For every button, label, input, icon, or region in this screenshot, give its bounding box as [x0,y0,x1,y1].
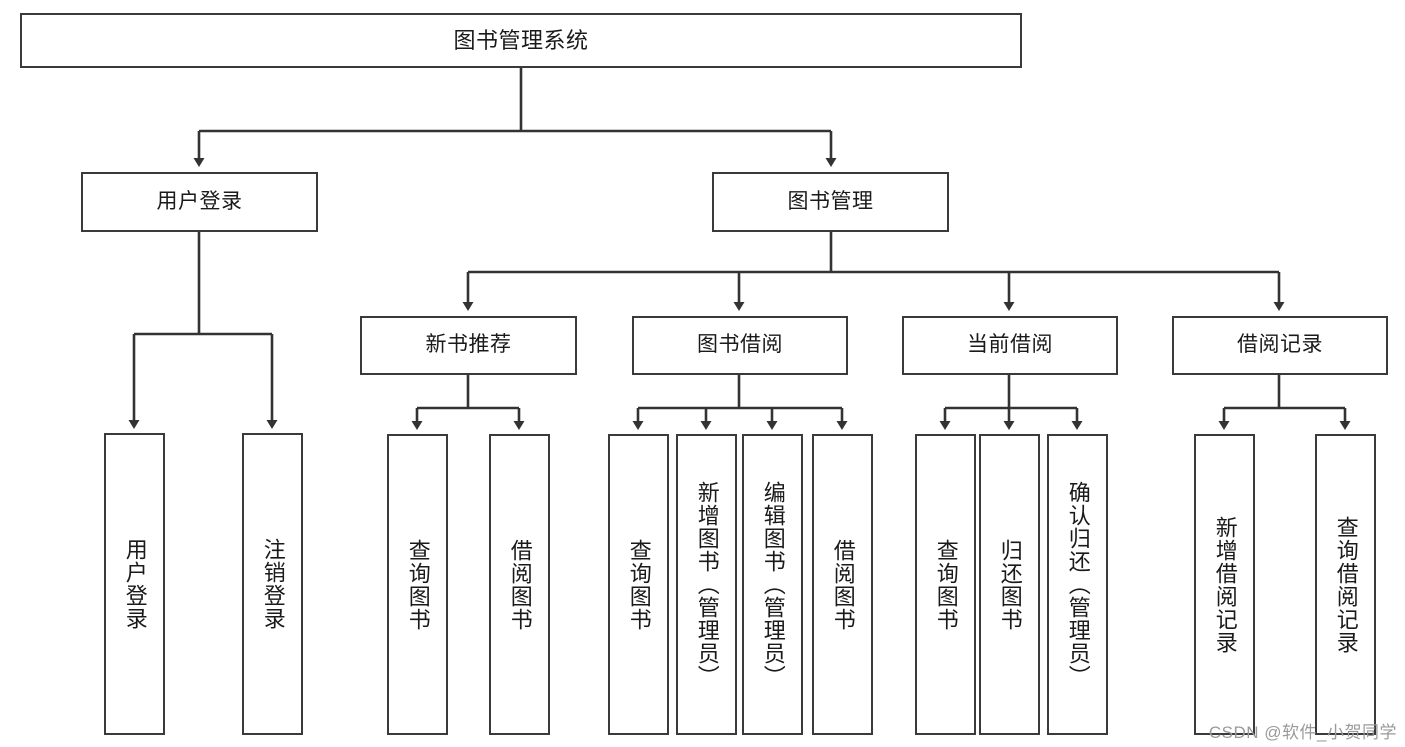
leaf-query-book-borrow[interactable]: 查询图书 [608,434,669,735]
node-label: 图书管理 [787,189,874,213]
node-label: 新增借阅记录 [1212,515,1238,654]
node-label: 归还图书 [997,538,1023,631]
node-label: 查询图书 [405,538,431,631]
node-label: 查询图书 [933,538,959,631]
node-book-borrow[interactable]: 图书借阅 [632,316,848,375]
csdn-watermark: CSDN @软件_小贺同学 [1208,723,1397,742]
leaf-query-borrow-record[interactable]: 查询借阅记录 [1315,434,1376,735]
node-label: 借阅图书 [507,538,533,631]
node-book-manage[interactable]: 图书管理 [712,172,949,232]
node-label: 新书推荐 [425,333,512,357]
leaf-add-borrow-record[interactable]: 新增借阅记录 [1194,434,1255,735]
node-label: 图书借阅 [697,333,783,357]
node-label: 编辑图书（管理员） [760,481,786,688]
leaf-borrow-book-recommend[interactable]: 借阅图书 [489,434,550,735]
node-label: 借阅记录 [1237,333,1323,357]
leaf-return-book[interactable]: 归还图书 [979,434,1040,735]
node-current-borrow[interactable]: 当前借阅 [902,316,1118,375]
node-borrow-record[interactable]: 借阅记录 [1172,316,1388,375]
leaf-confirm-return[interactable]: 确认归还（管理员） [1047,434,1108,735]
node-label: 借阅图书 [830,538,856,631]
node-label: 当前借阅 [967,333,1053,357]
node-label: 查询借阅记录 [1333,515,1359,654]
leaf-query-book-recommend[interactable]: 查询图书 [387,434,448,735]
leaf-user-login[interactable]: 用户登录 [104,433,165,735]
node-label: 新增图书（管理员） [694,481,720,688]
node-root-system[interactable]: 图书管理系统 [20,13,1022,68]
leaf-borrow-book[interactable]: 借阅图书 [812,434,873,735]
leaf-user-logout[interactable]: 注销登录 [242,433,303,735]
node-label: 查询图书 [626,538,652,631]
node-label: 确认归还（管理员） [1065,481,1091,688]
node-label: 用户登录 [156,189,243,213]
leaf-add-book[interactable]: 新增图书（管理员） [676,434,737,735]
leaf-edit-book[interactable]: 编辑图书（管理员） [742,434,803,735]
node-new-book-recommend[interactable]: 新书推荐 [360,316,577,375]
node-label: 图书管理系统 [453,27,589,53]
leaf-query-book-current[interactable]: 查询图书 [915,434,976,735]
node-label: 注销登录 [260,538,286,630]
node-label: 用户登录 [122,538,148,630]
node-user-login[interactable]: 用户登录 [81,172,318,232]
